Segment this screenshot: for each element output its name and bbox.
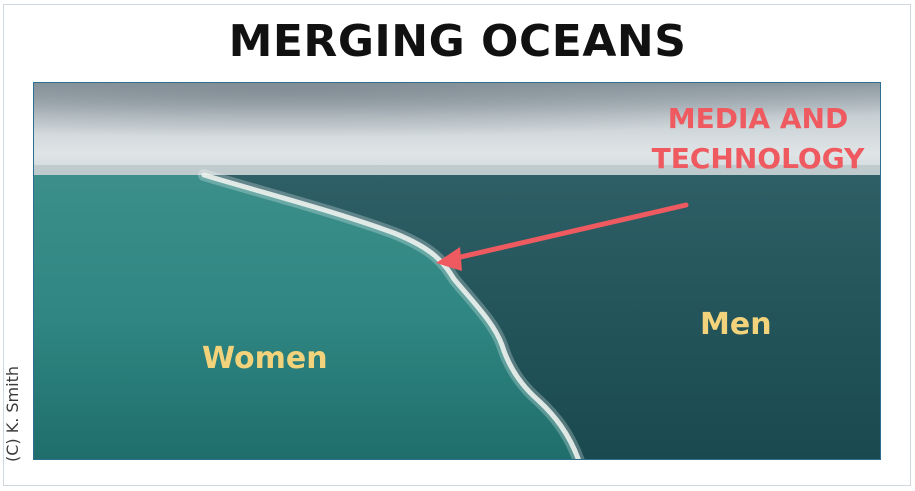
ocean-photo: Women Men MEDIA AND TECHNOLOGY	[33, 82, 881, 460]
callout-arrow-shaft	[449, 202, 689, 262]
foam-line	[201, 172, 581, 459]
label-men: Men	[700, 307, 772, 342]
callout-arrow-head	[436, 247, 462, 271]
foam-line-soft	[198, 169, 585, 459]
callout-line-2: TECHNOLOGY	[651, 142, 865, 175]
horizon-haze	[34, 165, 880, 177]
left-water	[34, 175, 579, 459]
slide-title: MERGING OCEANS	[228, 16, 687, 67]
slide-frame	[3, 4, 911, 486]
callout-line-1: MEDIA AND	[667, 102, 849, 135]
photo-credit: (C) K. Smith	[3, 365, 22, 462]
cloud-shade	[34, 83, 880, 143]
ocean-scene	[34, 83, 880, 459]
label-women: Women	[202, 341, 328, 376]
callout-label: MEDIA AND TECHNOLOGY	[634, 99, 880, 179]
